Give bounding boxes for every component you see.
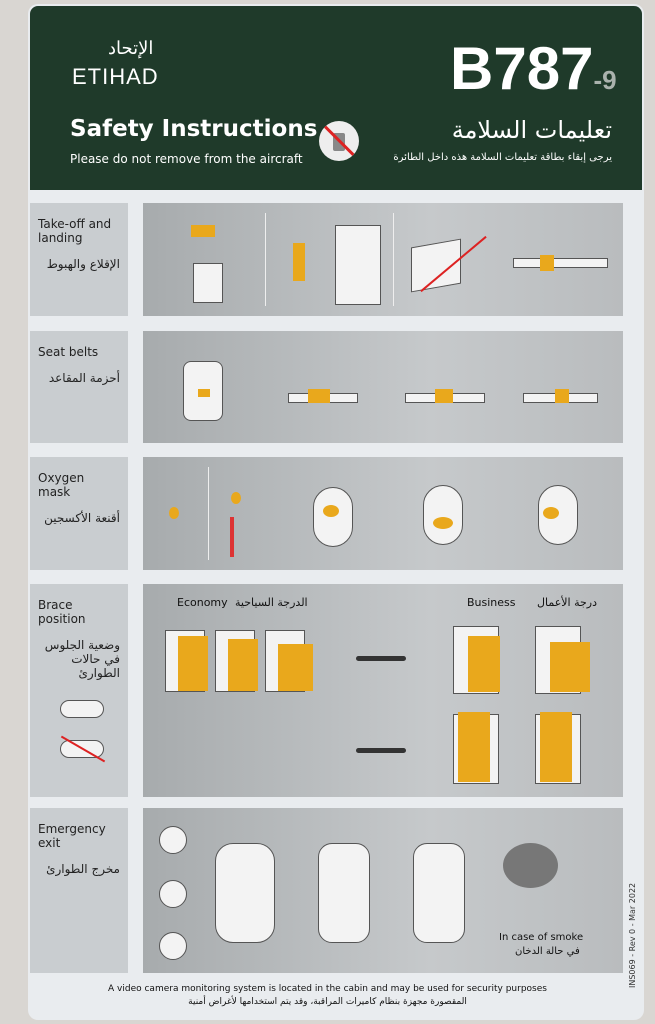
section-label-oxygen: Oxygen mask أقنعة الأكسجين xyxy=(30,457,128,570)
section-title-ar: مخرج الطوارئ xyxy=(46,862,120,876)
hands-icons xyxy=(38,680,120,763)
economy-label-en: Economy xyxy=(177,596,228,609)
business-label-ar: درجة الأعمال xyxy=(537,596,598,609)
section-title-ar: أحزمة المقاعد xyxy=(48,371,120,385)
model-variant: -9 xyxy=(593,65,617,95)
section-title-en: Take-off and landing xyxy=(38,217,112,245)
card-header: الإتحاد ETIHAD B787-9 Safety Instruction… xyxy=(30,6,642,190)
brace-illustration: Economy الدرجة السياحية Business درجة ال… xyxy=(143,584,623,797)
section-title-en: Brace position xyxy=(38,598,86,626)
section-label-seatbelts: Seat belts أحزمة المقاعد xyxy=(30,331,128,443)
title-english: Safety Instructions xyxy=(70,116,318,142)
smoke-label-en: In case of smoke xyxy=(499,932,584,943)
takeoff-illustration xyxy=(143,203,623,316)
section-title-en: Oxygen mask xyxy=(38,471,85,499)
title-arabic: تعليمات السلامة xyxy=(451,116,612,144)
business-label-en: Business xyxy=(467,596,516,609)
aircraft-model: B787-9 xyxy=(450,34,617,103)
section-title-ar: الإقلاع والهبوط xyxy=(46,257,120,271)
section-title-ar: أقنعة الأكسجين xyxy=(44,511,120,525)
etihad-logo: ETIHAD xyxy=(72,64,159,89)
section-title-en: Seat belts xyxy=(38,345,99,359)
seatbelt-illustration xyxy=(143,331,623,443)
model-number: B787 xyxy=(450,35,594,102)
section-title-ar: وضعية الجلوس في حالات الطوارئ xyxy=(44,638,120,680)
economy-label-ar: الدرجة السياحية xyxy=(235,596,308,609)
section-label-takeoff: Take-off and landing الإقلاع والهبوط xyxy=(30,203,128,316)
no-remove-card-icon xyxy=(319,121,359,161)
camera-notice-en: A video camera monitoring system is loca… xyxy=(108,984,547,994)
section-title-en: Emergency exit xyxy=(38,822,106,850)
section-label-exit: Emergency exit مخرج الطوارئ xyxy=(30,808,128,973)
subtitle-english: Please do not remove from the aircraft xyxy=(70,152,303,166)
smoke-label-ar: في حالة الدخان xyxy=(515,946,580,957)
logo-arabic: الإتحاد xyxy=(108,38,154,59)
version-code: INS069 - Rev 0 - Mar 2022 xyxy=(628,882,637,988)
subtitle-arabic: يرجى إبقاء بطاقة تعليمات السلامة هذه داخ… xyxy=(393,152,612,163)
section-label-brace: Brace position وضعية الجلوس في حالات الط… xyxy=(30,584,128,797)
oxygen-mask-illustration xyxy=(143,457,623,570)
camera-notice-ar: المقصورة مجهزة بنظام كاميرات المراقبة، و… xyxy=(188,997,467,1007)
emergency-exit-illustration: In case of smoke في حالة الدخان xyxy=(143,808,623,973)
